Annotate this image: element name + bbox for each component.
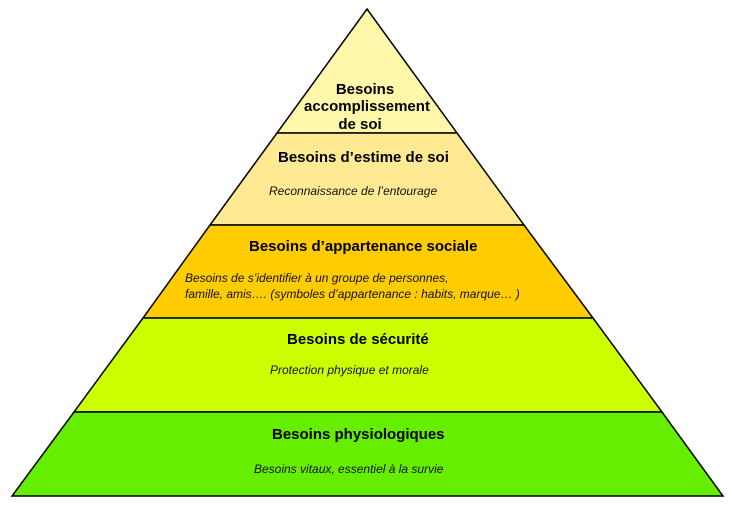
level-estime-description: Reconnaissance de l’entourage bbox=[269, 184, 437, 198]
level-estime-title: Besoins d’estime de soi bbox=[278, 149, 449, 166]
level-accomplissement: Besoins accomplissement de soi bbox=[275, 7, 459, 134]
level-physiologiques-band bbox=[10, 411, 725, 497]
level-securite: Besoins de sécurité Protection physique … bbox=[72, 317, 664, 413]
level-accomplissement-title-2: accomplissement bbox=[304, 98, 430, 115]
level-securite-title: Besoins de sécurité bbox=[287, 331, 429, 348]
level-appartenance-title: Besoins d’appartenance sociale bbox=[249, 238, 477, 255]
level-appartenance: Besoins d’appartenance sociale Besoins d… bbox=[141, 224, 595, 319]
level-securite-description: Protection physique et morale bbox=[270, 363, 429, 377]
level-estime: Besoins d’estime de soi Reconnaissance d… bbox=[208, 132, 526, 226]
level-estime-band bbox=[208, 132, 526, 226]
level-physiologiques: Besoins physiologiques Besoins vitaux, e… bbox=[10, 411, 725, 497]
level-appartenance-description-1: Besoins de s’identifier à un groupe de p… bbox=[185, 271, 449, 285]
level-accomplissement-title-3: de soi bbox=[338, 116, 381, 133]
level-accomplissement-title-1: Besoins bbox=[336, 81, 394, 98]
level-physiologiques-title: Besoins physiologiques bbox=[272, 426, 445, 443]
level-physiologiques-description: Besoins vitaux, essentiel à la survie bbox=[254, 462, 444, 476]
level-appartenance-description-2: famille, amis…. (symboles d’appartenance… bbox=[185, 287, 520, 301]
